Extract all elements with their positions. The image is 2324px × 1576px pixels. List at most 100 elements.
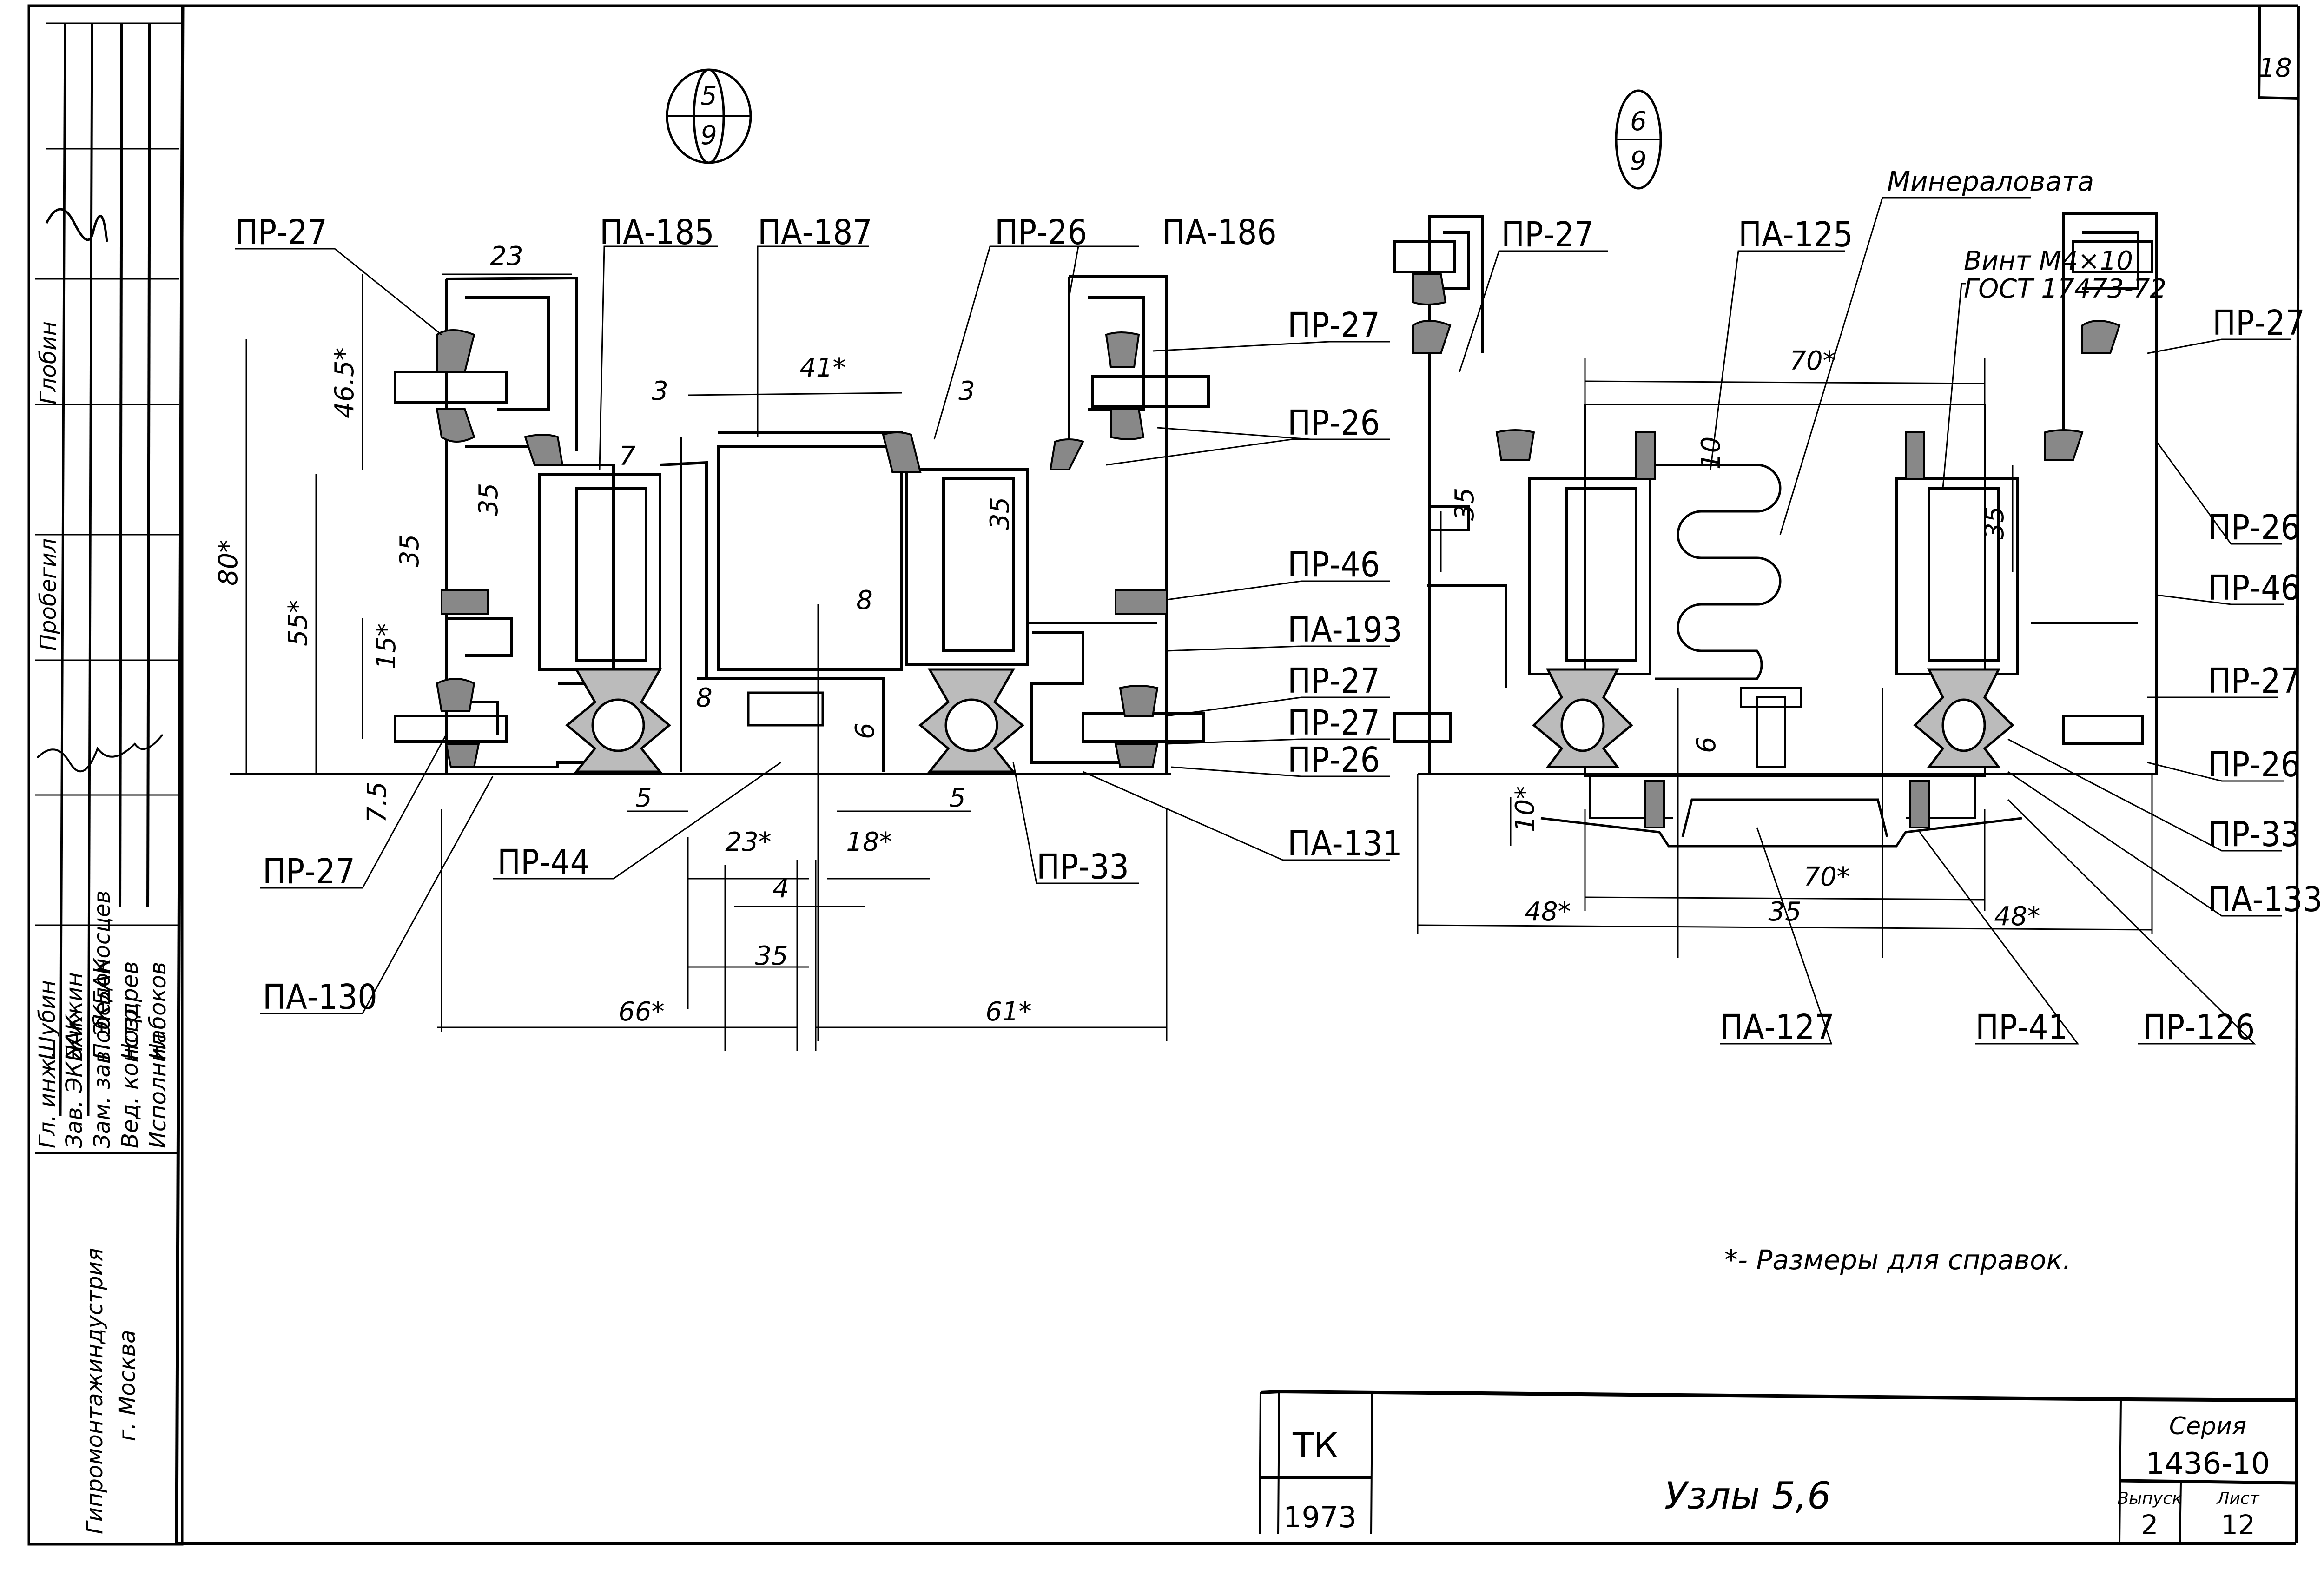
- marker-sheet: 9: [1630, 146, 1647, 176]
- dimension: 6: [850, 722, 880, 739]
- dimension: 23*: [725, 827, 771, 857]
- glass-pane: [1393, 240, 1456, 273]
- callout-label: ПР-33: [1037, 847, 1129, 887]
- glass-pane: [1082, 712, 1205, 743]
- dimension: 10*: [1510, 786, 1540, 832]
- callout-label: ПР-27: [1287, 305, 1380, 345]
- dimension: 41*: [799, 353, 845, 383]
- gasket-seal: [882, 331, 1168, 768]
- stamp-role: Гл. инж.: [34, 1051, 60, 1148]
- callout-label: ПР-26: [995, 212, 1087, 252]
- dimension: 35: [1768, 897, 1801, 927]
- callout-label: ПА-131: [1287, 824, 1402, 864]
- dimension: 48*: [1525, 897, 1571, 927]
- stamp-role: Пробегил: [35, 538, 61, 651]
- callout-label: ПР-44: [497, 842, 590, 882]
- stamp-role: Глобин: [35, 321, 61, 404]
- callout-label: ПР-26: [1287, 740, 1380, 780]
- callout-label: ПР-27: [2208, 661, 2300, 701]
- side-stamp: Глобин Пробегил Гл. инж. Зав. ЭКБАК Зам.…: [27, 4, 184, 1546]
- sheet-label: Лист: [2216, 1489, 2259, 1508]
- left-sash-profile: [1393, 215, 1651, 774]
- callout-label: ПР-46: [1287, 545, 1380, 585]
- callout-label: ПР-26: [2208, 745, 2300, 785]
- dimension: 46.5*: [330, 347, 360, 418]
- glass-pane: [394, 371, 508, 404]
- dimension: 35: [1450, 488, 1480, 521]
- stamp-role: Вед. констр.: [117, 1001, 143, 1148]
- callout-label: ПА-193: [1287, 610, 1402, 650]
- left-sash-profile: [394, 276, 615, 774]
- dimension: 35: [985, 497, 1015, 530]
- glass-pane: [394, 715, 508, 743]
- marker-number: 5: [700, 81, 717, 111]
- issue-label: Выпуск: [2117, 1489, 2182, 1508]
- callout-label: ПА-130: [263, 977, 377, 1017]
- dimension: 35: [474, 483, 504, 516]
- signature-scribble: [45, 208, 108, 242]
- dimension: 3: [652, 376, 668, 406]
- sheet-value: 12: [2221, 1509, 2255, 1541]
- stamp-organization: Гипромонтажиндустрия: [82, 1248, 108, 1534]
- year: 1973: [1283, 1500, 1357, 1534]
- callout-leaders: [1459, 197, 2291, 1045]
- dimension: 6: [1691, 736, 1722, 753]
- dimension: 35: [1980, 506, 2010, 539]
- node-6-marker: 6 9: [1615, 89, 1662, 190]
- callout-label: ПА-133: [2208, 880, 2323, 920]
- dimension: 4: [772, 874, 789, 904]
- callout-label: ГОСТ 17473-72: [1964, 274, 2166, 304]
- callout-label: ПР-126: [2143, 1007, 2255, 1047]
- stamp-name: Набоков: [145, 962, 171, 1060]
- dimension: 15*: [371, 623, 402, 669]
- bottom-cap-profile: [1540, 774, 2022, 848]
- series-value: 1436-10: [2146, 1447, 2270, 1481]
- glass-pane: [2062, 715, 2144, 745]
- marker-sheet: 9: [700, 120, 717, 151]
- stamp-role: Исполнил: [145, 1033, 171, 1148]
- gasket-seal: [1412, 273, 2121, 828]
- stamp-name: Ноздрев: [117, 961, 143, 1060]
- mineral-wool-insulation: [1584, 404, 1986, 777]
- dimension-lines: [245, 273, 1168, 1051]
- sheet-corner-box: 18: [2257, 5, 2299, 100]
- node-5-marker: 5 9: [666, 68, 752, 164]
- callout-label: ПА-186: [1162, 212, 1277, 252]
- dimension-lines: [1417, 358, 2153, 958]
- callout-label: ПР-27: [1287, 703, 1380, 743]
- dimension: 5: [949, 783, 966, 813]
- callout-label: ПР-27: [263, 852, 355, 892]
- dimension: 8: [856, 585, 873, 616]
- footnote: *- Размеры для справок.: [1724, 1244, 2071, 1276]
- dimension: 70*: [1803, 862, 1849, 892]
- stamp-name: Шубин: [34, 980, 60, 1060]
- dimension: 23: [490, 241, 523, 271]
- dimension: 66*: [618, 997, 664, 1027]
- issue-value: 2: [2141, 1509, 2159, 1541]
- callout-leaders: [235, 245, 1390, 1014]
- title-block: ТК 1973 Узлы 5,6 Серия 1436-10 Выпуск 2 …: [1259, 1389, 2299, 1544]
- node-6-detail: 6 9: [1393, 89, 2323, 1047]
- screw-icon: [1756, 696, 1786, 768]
- callout-label: ПР-41: [1975, 1007, 2068, 1047]
- gasket-seal: [436, 329, 564, 768]
- marker-number: 6: [1630, 106, 1647, 137]
- callout-label: ПР-46: [2208, 568, 2300, 608]
- round-seal: [565, 668, 1024, 773]
- callout-label: Минераловата: [1887, 166, 2094, 197]
- stamp-name: Победоносцев: [89, 890, 115, 1060]
- round-seal: [1532, 668, 2014, 768]
- callout-label: ПР-26: [2208, 508, 2300, 548]
- callout-label: ПА-185: [600, 212, 714, 252]
- stamp-name: Жижин: [61, 972, 87, 1061]
- callout-label: ПР-27: [1501, 215, 1594, 255]
- dimension: 18*: [846, 827, 892, 857]
- dimension: 3: [958, 376, 975, 406]
- dimension: 35: [395, 534, 425, 567]
- dimension: 7: [619, 441, 636, 471]
- dimension: 80*: [213, 540, 244, 586]
- dimension: 55*: [283, 600, 313, 646]
- dimension: 48*: [1994, 901, 2040, 932]
- glass-pane: [1393, 712, 1452, 743]
